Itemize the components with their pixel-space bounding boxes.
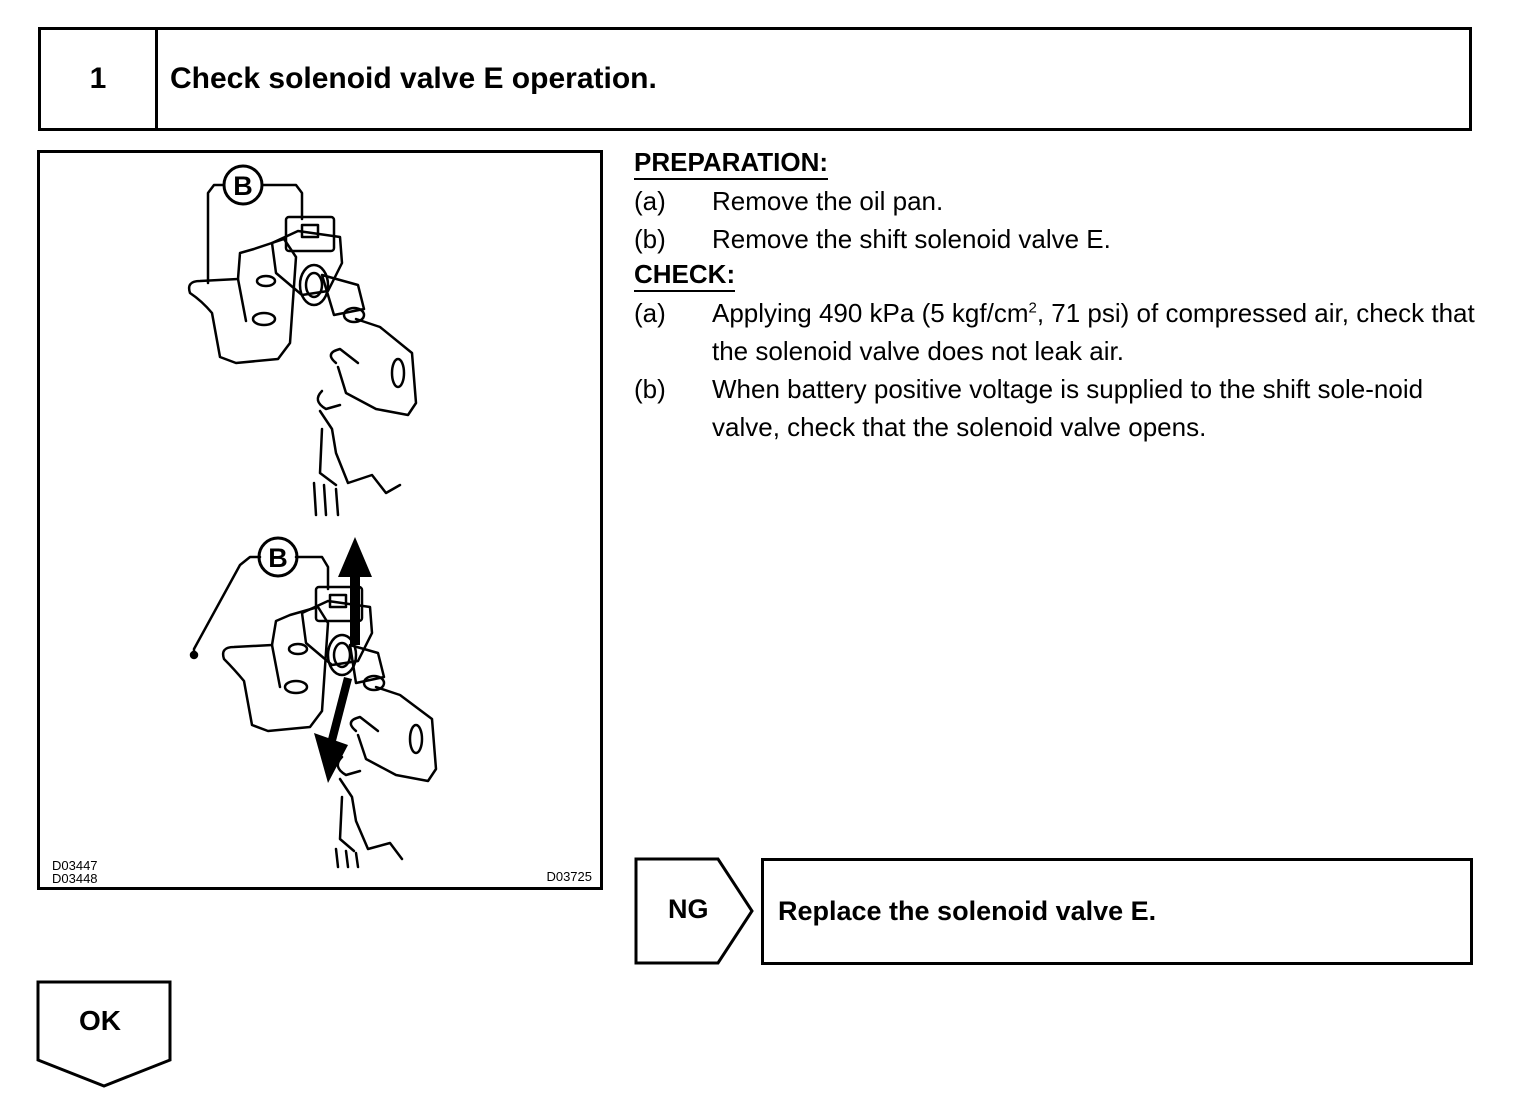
- preparation-item: (b) Remove the shift solenoid valve E.: [634, 224, 1111, 254]
- step-header: 1 Check solenoid valve E operation.: [38, 27, 1472, 131]
- check-item: (b) When battery positive voltage is sup…: [634, 374, 1424, 442]
- air-flow-arrow-down: [314, 677, 352, 783]
- step-title: Check solenoid valve E operation.: [170, 62, 657, 95]
- procedure-text: PREPARATION: (a) Remove the oil pan. (b)…: [634, 146, 1484, 446]
- ng-action: Replace the solenoid valve E.: [761, 858, 1473, 965]
- ng-result-box: NG: [634, 857, 758, 972]
- top-solenoid-drawing: [187, 183, 418, 517]
- connector-label-bottom: B: [268, 543, 288, 573]
- connector-label-top: B: [233, 171, 253, 201]
- air-flow-arrow-up: [338, 537, 372, 645]
- preparation-item: (a) Remove the oil pan.: [634, 186, 944, 216]
- check-item: (a) Applying 490 kPa (5 kgf/cm2, 71 psi)…: [634, 298, 1475, 366]
- ng-label: NG: [668, 894, 709, 924]
- illustration-drawing: B: [187, 164, 438, 869]
- preparation-heading: PREPARATION:: [634, 146, 829, 180]
- ok-result-box: OK: [36, 980, 176, 1095]
- check-heading: CHECK:: [634, 258, 736, 292]
- step-number: 1: [41, 30, 158, 128]
- bottom-solenoid-drawing: [189, 555, 438, 869]
- ok-label: OK: [79, 1005, 121, 1036]
- figure-codes-left: D03447 D03448: [52, 858, 98, 886]
- figure-code-right: D03725: [546, 869, 592, 884]
- ok-arrow-shape: [36, 980, 172, 1088]
- solenoid-illustration: B: [37, 150, 603, 890]
- ng-arrow-shape: [634, 857, 754, 965]
